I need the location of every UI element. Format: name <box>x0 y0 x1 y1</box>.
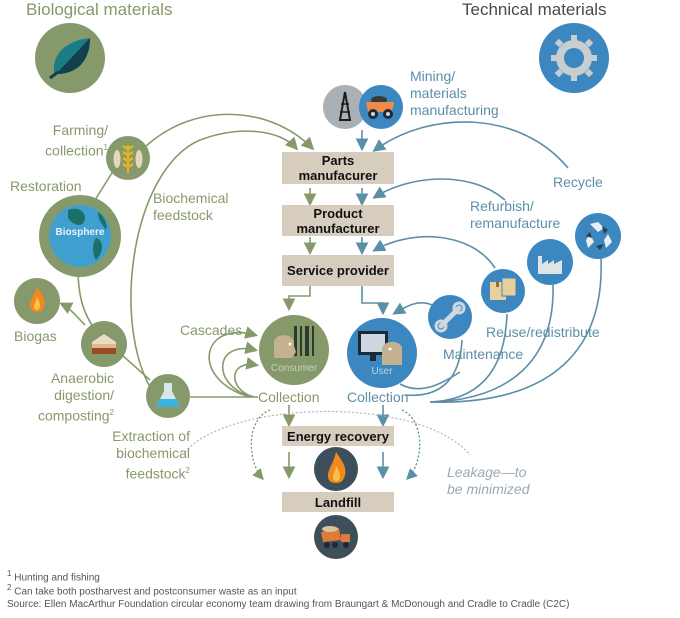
recycle-label: Recycle <box>553 174 603 190</box>
recycle-icon <box>575 213 621 259</box>
consumer-icon <box>259 315 329 385</box>
mining-label-line3: manufacturing <box>410 102 499 118</box>
footnote-1-mark: 1 <box>7 569 12 578</box>
leakage-line2: be minimized <box>447 481 530 497</box>
extraction-label-line2: biochemical feedstock <box>116 445 190 482</box>
user-label: User <box>371 366 393 377</box>
parts-line2: manufacurer <box>298 168 378 183</box>
arrow-reuse-service <box>372 236 496 269</box>
biochemical-feedstock-label: Biochemical feedstock <box>153 190 228 224</box>
oil-derrick-icon <box>323 85 367 129</box>
parts-line1: Parts <box>321 153 355 168</box>
cascade-arc-1 <box>208 326 259 398</box>
footnote-2-mark: 2 <box>7 583 12 592</box>
anaerobic-label-line2: digestion/ <box>54 387 114 403</box>
flame-icon <box>14 278 60 324</box>
tech-collection-label: Collection <box>347 389 409 405</box>
service-provider-box: Service provider <box>282 255 394 286</box>
footnote-marker-2b: 2 <box>185 466 190 475</box>
source-note: Source: Ellen MacArthur Foundation circu… <box>7 599 570 610</box>
leakage-dotted-arc-outer <box>184 410 471 456</box>
cascades-label: Cascades <box>180 322 243 338</box>
line-user-loop <box>399 371 461 390</box>
arrow-service-user <box>361 286 390 316</box>
mining-label-line2: materials <box>410 85 467 101</box>
user-icon <box>347 318 417 388</box>
leaf-icon <box>35 23 105 93</box>
footnote-1: 1 Hunting and fishing <box>7 567 100 584</box>
leakage-arrow-green <box>250 409 271 481</box>
boxes-icon <box>481 269 525 313</box>
footnote-1-text: Hunting and fishing <box>14 572 100 584</box>
footnote-2-text: Can take both postharvest and postconsum… <box>14 586 297 598</box>
flask-icon <box>146 374 190 418</box>
line-anaerobic-extraction <box>121 354 151 381</box>
farming-label-line2: collection <box>45 142 104 159</box>
line-reuse-collection <box>429 313 508 403</box>
globe-icon <box>39 195 121 277</box>
restoration-label: Restoration <box>10 178 82 194</box>
landfill-box: Landfill <box>282 492 394 512</box>
farming-collection-label: Farming/ collection1 <box>20 122 108 160</box>
arrow-biochemical-to-parts <box>130 130 299 396</box>
cascade-arc-2 <box>221 341 259 398</box>
leakage-label: Leakage—to be minimized <box>447 464 529 498</box>
refurbish-label: Refurbish/ remanufacture <box>470 198 560 232</box>
technical-materials-title: Technical materials <box>462 0 607 19</box>
biochemical-label-line2: feedstock <box>153 207 213 223</box>
reuse-redistribute-label: Reuse/redistribute <box>486 324 600 340</box>
mining-label-line1: Mining/ <box>410 68 456 84</box>
mining-label: Mining/ materials manufacturing <box>410 68 499 119</box>
wrench-icon <box>428 295 472 339</box>
line-maintenance-collection <box>404 339 463 397</box>
refurbish-line2: remanufacture <box>470 215 561 231</box>
footnote-marker-2: 2 <box>109 408 114 417</box>
leakage-line1: Leakage—to <box>447 464 527 480</box>
compost-icon <box>81 321 127 367</box>
anaerobic-label-line1: Anaerobic <box>50 370 114 386</box>
product-line1: Product <box>313 205 363 221</box>
gear-icon <box>539 23 609 93</box>
line-refurbish-collection <box>429 284 554 403</box>
product-line2: manufacturer <box>296 220 380 236</box>
consumer-label: Consumer <box>270 363 318 374</box>
footnote-2: 2 Can take both postharvest and postcons… <box>7 581 297 598</box>
dump-truck-icon <box>314 515 358 559</box>
mining-truck-icon <box>359 85 403 129</box>
arrow-recycle-parts <box>372 121 569 169</box>
farming-label-line1: Farming/ <box>52 122 108 138</box>
energy-recovery-box: Energy recovery <box>282 426 394 446</box>
anaerobic-label-line3: composting <box>37 407 110 424</box>
biogas-label: Biogas <box>14 328 57 344</box>
cascade-arc-3 <box>233 357 260 398</box>
biosphere-label: Biosphere <box>55 227 105 238</box>
fire-icon <box>314 447 358 491</box>
line-recycle-collection <box>429 257 602 403</box>
arrow-refurbish-to-product <box>372 178 506 201</box>
arrow-service-consumer <box>282 286 311 312</box>
arrow-farming-to-parts <box>139 113 315 153</box>
maintenance-label: Maintenance <box>443 346 524 362</box>
anaerobic-digestion-label: Anaerobic digestion/ composting2 <box>20 370 114 425</box>
factory-icon <box>527 239 573 285</box>
refurbish-line1: Refurbish/ <box>470 198 534 214</box>
arrow-anaerobic-biogas <box>59 302 86 326</box>
biochemical-label-line1: Biochemical <box>153 190 229 206</box>
extraction-label-line1: Extraction of <box>112 428 190 444</box>
footnote-marker-1: 1 <box>103 143 108 152</box>
wheat-fish-icon <box>106 136 150 180</box>
extraction-label: Extraction of biochemical feedstock2 <box>60 428 190 483</box>
bio-collection-label: Collection <box>258 389 320 405</box>
arrow-maintenance-user <box>392 302 433 315</box>
biological-materials-title: Biological materials <box>26 0 173 19</box>
